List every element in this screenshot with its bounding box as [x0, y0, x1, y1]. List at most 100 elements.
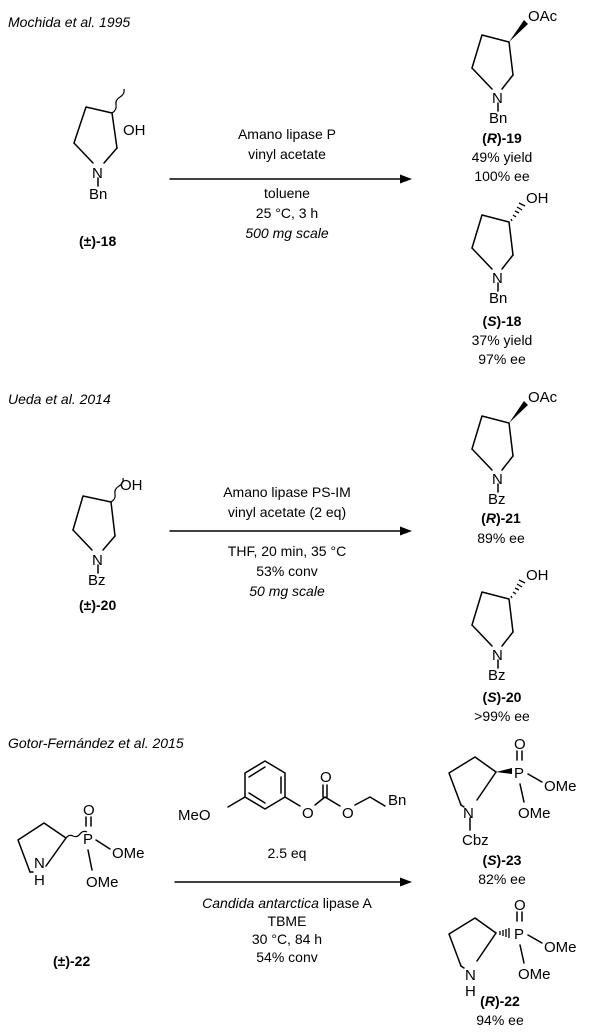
compound-number: -23	[501, 852, 521, 868]
o-label: O	[514, 736, 526, 753]
condition-line: Amano lipase PS-IM	[223, 484, 351, 500]
condition-line: 54% conv	[256, 949, 317, 965]
condition-line: Amano lipase P	[238, 126, 336, 142]
o-label: O	[302, 805, 314, 822]
result-line: 49% yield	[472, 149, 533, 165]
condition-line: 53% conv	[256, 563, 317, 579]
enzyme-name: Candida antarctica	[202, 895, 319, 911]
reagent-carbonate: MeO O O O Bn 2.5 eq	[178, 760, 406, 861]
n-label: N	[492, 90, 503, 107]
compound-number: -19	[502, 130, 522, 146]
oh-label: OH	[123, 122, 146, 139]
condition-line: Candida antarctica lipase A	[202, 895, 372, 911]
n-label: N	[92, 552, 103, 569]
n-label: N	[465, 967, 476, 984]
section-mochida: Mochida et al. 1995 OH N Bn (±)-18 Amano…	[8, 8, 558, 367]
bn-label: Bn	[388, 792, 406, 809]
bn-label: Bn	[489, 290, 507, 307]
p-label: P	[514, 765, 524, 782]
o-label: O	[342, 805, 354, 822]
result-line: 82% ee	[478, 871, 526, 887]
bn-label: Bn	[489, 110, 507, 127]
compound-number: -21	[501, 510, 521, 526]
result-line: 94% ee	[476, 1012, 524, 1028]
compound-label: (R)-21	[481, 510, 521, 526]
result-line: 97% ee	[478, 351, 526, 367]
ome-label: OMe	[544, 778, 577, 795]
product-20: OH N Bz (S)-20 >99% ee	[471, 567, 549, 724]
compound-label: (S)-18	[483, 313, 522, 329]
ome-label: OMe	[112, 845, 145, 862]
reaction-arrow	[169, 526, 412, 536]
o-label: O	[320, 769, 332, 786]
compound-label: (±)-20	[79, 597, 116, 613]
product-23: N Cbz P O OMe OMe (S)-23 82% ee	[448, 736, 577, 887]
p-label: P	[83, 831, 93, 848]
condition-line: THF, 20 min, 35 °C	[228, 543, 346, 559]
n-label: N	[492, 471, 503, 488]
p-label: P	[514, 926, 524, 943]
result-line: 100% ee	[474, 168, 529, 184]
condition-line: 50 mg scale	[249, 583, 325, 599]
compound-number: -20	[501, 689, 521, 705]
ome-label: OMe	[518, 966, 551, 983]
ome-label: OMe	[544, 939, 577, 956]
substrate-20: OH N Bz (±)-20	[72, 477, 143, 613]
compound-label: (S)-20	[483, 689, 522, 705]
compound-number: -22	[500, 993, 520, 1009]
n-label: N	[492, 270, 503, 287]
oac-label: OAc	[528, 389, 558, 406]
bn-label: Bn	[89, 186, 107, 203]
compound-label: (±)-22	[53, 953, 90, 969]
citation-gotor: Gotor-Fernández et al. 2015	[8, 735, 184, 751]
product-22: N H P O OMe OMe (R)-22 94% ee	[448, 897, 577, 1028]
bz-label: Bz	[488, 667, 506, 684]
ome-label: OMe	[518, 805, 551, 822]
result-line: 89% ee	[477, 530, 525, 546]
condition-line: toluene	[264, 185, 310, 201]
reaction-arrow	[174, 877, 412, 887]
cbz-label: Cbz	[462, 832, 489, 849]
conditions: Amano lipase PS-IM vinyl acetate (2 eq) …	[223, 484, 351, 599]
substrate-18: OH N Bn (±)-18	[73, 88, 146, 249]
oh-label: OH	[120, 477, 143, 494]
product-19: OAc N Bn (R)-19 49% yield 100% ee	[471, 8, 558, 184]
section-gotor: Gotor-Fernández et al. 2015 N H P O OMe …	[8, 735, 577, 1028]
compound-label: (R)-19	[482, 130, 522, 146]
config-label: S	[487, 852, 497, 868]
h-label: H	[34, 872, 45, 889]
n-label: N	[92, 165, 103, 182]
result-line: 37% yield	[472, 332, 533, 348]
config-label: R	[487, 130, 498, 146]
bz-label: Bz	[88, 572, 106, 589]
citation-mochida: Mochida et al. 1995	[8, 14, 130, 30]
compound-label: (±)-18	[79, 233, 116, 249]
o-label: O	[514, 897, 526, 914]
oh-label: OH	[526, 567, 549, 584]
hashed-bond	[499, 928, 510, 938]
o-label: O	[83, 802, 95, 819]
compound-label: (S)-23	[483, 852, 522, 868]
hashed-bond	[510, 202, 526, 222]
config-label: R	[486, 510, 497, 526]
condition-line: 500 mg scale	[245, 225, 328, 241]
section-ueda: Ueda et al. 2014 OH N Bz (±)-20 Amano li…	[8, 389, 558, 724]
oh-label: OH	[526, 190, 549, 207]
bz-label: Bz	[488, 491, 506, 508]
product-21: OAc N Bz (R)-21 89% ee	[471, 389, 558, 546]
hashed-bond	[510, 579, 526, 599]
compound-number: -18	[501, 313, 521, 329]
oac-label: OAc	[528, 8, 558, 25]
compound-label: (R)-22	[480, 993, 520, 1009]
meo-label: MeO	[178, 807, 211, 824]
config-label: R	[485, 993, 496, 1009]
condition-line: TBME	[268, 913, 307, 929]
condition-line: 25 °C, 3 h	[256, 205, 318, 221]
n-label: N	[34, 855, 45, 872]
enzyme-suffix: lipase A	[319, 895, 373, 911]
conditions: Candida antarctica lipase A TBME 30 °C, …	[202, 895, 372, 965]
product-18: OH N Bn (S)-18 37% yield 97% ee	[471, 190, 549, 367]
result-line: >99% ee	[474, 708, 530, 724]
condition-line: vinyl acetate	[248, 146, 326, 162]
